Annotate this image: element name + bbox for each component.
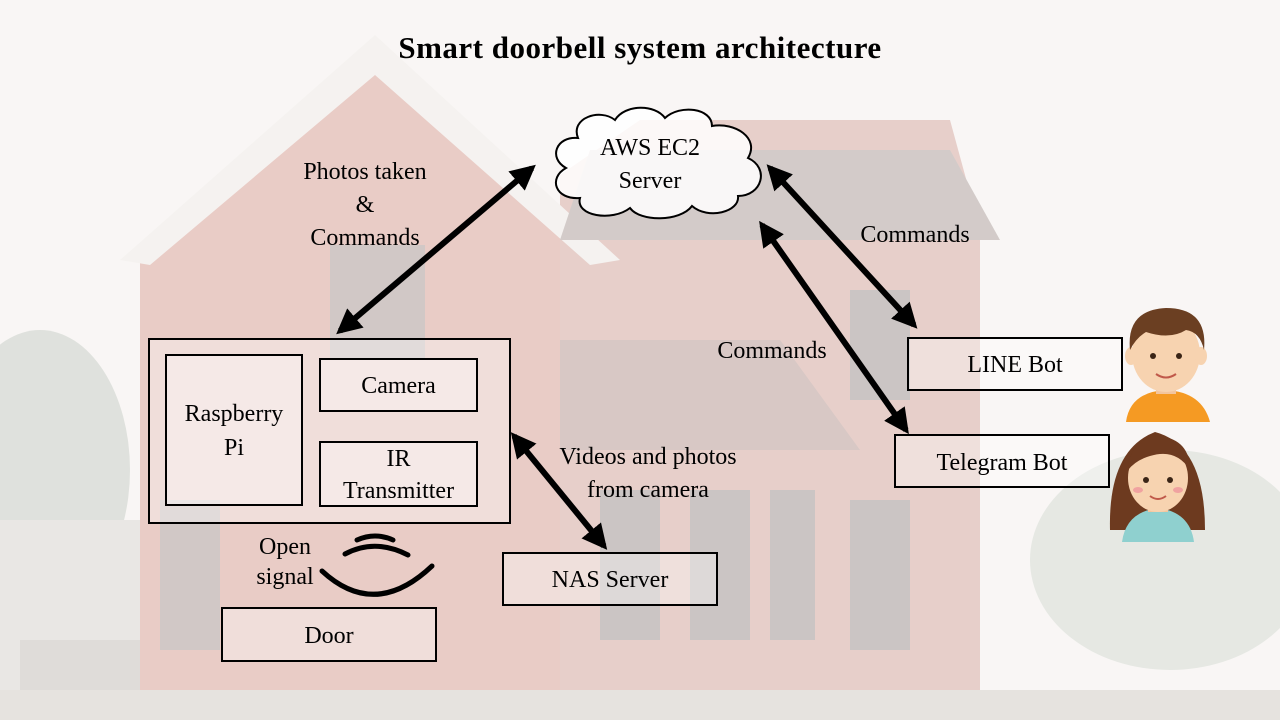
raspberry-pi-node: Raspberry Pi	[165, 354, 303, 506]
ir-label-line2: Transmitter	[342, 478, 455, 504]
aws-server-label-line1: AWS EC2	[599, 135, 701, 161]
edge-label-open-line1: Open	[259, 534, 311, 560]
arrow-aws-telegram-bot	[759, 220, 909, 435]
camera-node: Camera	[319, 358, 478, 412]
arrow-raspberry-aws	[336, 164, 536, 335]
aws-server-node: AWS EC2 Server	[560, 132, 740, 198]
edge-label-commands-telegram-bot: Commands	[717, 338, 827, 364]
edge-label-videos-line2: from camera	[587, 477, 709, 503]
edge-label-open-signal: Open signal	[240, 532, 330, 592]
diagram-title: Smart doorbell system architecture	[398, 30, 882, 65]
edge-label-photos-line3: Commands	[310, 225, 420, 251]
edge-label-open-line2: signal	[256, 564, 314, 590]
boy-avatar-icon	[1125, 308, 1210, 422]
edge-label-videos-line1: Videos and photos	[559, 444, 737, 470]
device-group-box	[148, 338, 511, 524]
edge-label-videos-photos: Videos and photos from camera	[536, 441, 760, 507]
edge-label-photos-line1: Photos taken	[303, 159, 427, 185]
edge-label-commands-line-bot: Commands	[860, 222, 970, 248]
arrow-nas-raspberry	[510, 432, 608, 550]
wireless-signal-icon	[319, 533, 435, 597]
line-bot-label: LINE Bot	[967, 352, 1063, 378]
telegram-bot-label: Telegram Bot	[936, 450, 1068, 476]
door-label: Door	[304, 623, 354, 649]
line-bot-node: LINE Bot	[907, 337, 1123, 391]
raspberry-pi-label-line2: Pi	[223, 435, 244, 461]
raspberry-pi-label-line1: Raspberry	[184, 401, 284, 427]
door-node: Door	[221, 607, 437, 662]
nas-server-node: NAS Server	[502, 552, 718, 606]
camera-label: Camera	[361, 373, 436, 399]
ir-transmitter-node: IR Transmitter	[319, 441, 478, 507]
nas-server-label: NAS Server	[551, 567, 669, 593]
girl-avatar-icon	[1109, 432, 1205, 542]
edge-label-photos-line2: &	[355, 192, 375, 218]
edge-label-photos-commands: Photos taken & Commands	[275, 156, 455, 255]
cloud-icon	[555, 106, 762, 220]
ir-label-line1: IR	[386, 446, 411, 472]
telegram-bot-node: Telegram Bot	[894, 434, 1110, 488]
aws-server-label-line2: Server	[618, 168, 682, 194]
